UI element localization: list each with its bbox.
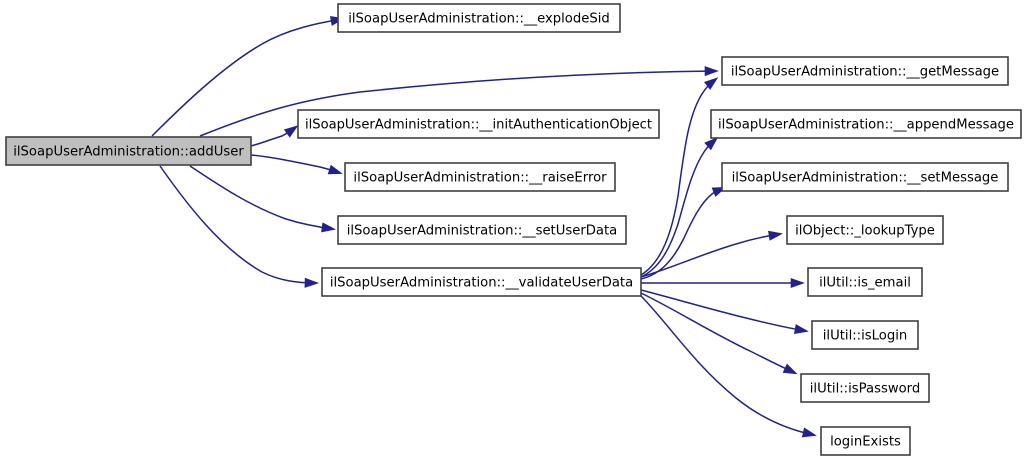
node-layer: ilSoapUserAdministration::addUserilSoapU… bbox=[5, 3, 1022, 456]
edge-line bbox=[250, 154, 341, 174]
graph-node-isLogin[interactable]: ilUtil::isLogin bbox=[811, 320, 919, 350]
edge-arrowhead bbox=[790, 277, 805, 289]
edge-line bbox=[189, 165, 334, 230]
edge-arrowhead bbox=[704, 66, 719, 77]
edge-line bbox=[640, 233, 781, 278]
node-label: ilUtil::isLogin bbox=[823, 329, 907, 344]
edge-line bbox=[640, 295, 815, 436]
graph-node-appendMessage[interactable]: ilSoapUserAdministration::__appendMessag… bbox=[710, 109, 1022, 139]
node-box[interactable] bbox=[721, 162, 1009, 192]
edge-line bbox=[151, 18, 343, 137]
call-edge-validateUserData-to-lookupType bbox=[640, 230, 783, 278]
call-edge-validateUserData-to-appendMessage bbox=[640, 137, 719, 278]
node-label: ilSoapUserAdministration::addUser bbox=[13, 145, 244, 160]
node-label: ilSoapUserAdministration::__validateUser… bbox=[330, 276, 633, 291]
graph-node-getMessage[interactable]: ilSoapUserAdministration::__getMessage bbox=[721, 56, 1009, 86]
node-label: ilSoapUserAdministration::__initAuthenti… bbox=[305, 118, 652, 133]
edge-arrowhead bbox=[801, 427, 817, 438]
edge-arrowhead bbox=[704, 137, 719, 151]
node-label: ilSoapUserAdministration::__setUserData bbox=[347, 224, 618, 239]
edge-layer bbox=[151, 15, 817, 438]
node-box[interactable] bbox=[721, 56, 1009, 86]
graph-node-loginExists[interactable]: loginExists bbox=[820, 426, 911, 456]
node-label: ilSoapUserAdministration::__explodeSid bbox=[348, 12, 610, 27]
call-edge-validateUserData-to-getMessage bbox=[640, 77, 719, 276]
edge-line bbox=[640, 289, 807, 332]
edge-arrowhead bbox=[304, 277, 319, 288]
edge-arrowhead bbox=[321, 222, 336, 233]
call-edge-addUser-to-initAuthenticationObject bbox=[250, 125, 299, 147]
node-label: ilSoapUserAdministration::__raiseError bbox=[353, 171, 607, 186]
graph-node-setUserData[interactable]: ilSoapUserAdministration::__setUserData bbox=[337, 215, 627, 245]
node-box[interactable] bbox=[344, 162, 616, 192]
edge-line bbox=[640, 292, 796, 374]
graph-node-addUser[interactable]: ilSoapUserAdministration::addUser bbox=[5, 136, 252, 166]
graph-node-setMessage[interactable]: ilSoapUserAdministration::__setMessage bbox=[721, 162, 1009, 192]
node-label: ilUtil::isPassword bbox=[810, 382, 921, 397]
edge-line bbox=[159, 165, 317, 284]
call-edge-validateUserData-to-isLogin bbox=[640, 289, 809, 334]
node-label: ilSoapUserAdministration::__setMessage bbox=[732, 171, 999, 186]
edge-arrowhead bbox=[703, 77, 719, 90]
node-box[interactable] bbox=[297, 109, 660, 139]
node-box[interactable] bbox=[811, 320, 919, 350]
node-box[interactable] bbox=[5, 136, 252, 166]
node-label: loginExists bbox=[830, 435, 901, 450]
node-box[interactable] bbox=[337, 215, 627, 245]
node-box[interactable] bbox=[807, 267, 923, 297]
call-edge-addUser-to-validateUserData bbox=[159, 165, 319, 288]
node-label: ilSoapUserAdministration::__getMessage bbox=[731, 65, 999, 80]
node-box[interactable] bbox=[337, 3, 621, 33]
node-label: ilSoapUserAdministration::__appendMessag… bbox=[718, 118, 1014, 133]
node-box[interactable] bbox=[820, 426, 911, 456]
call-edge-addUser-to-getMessage bbox=[199, 66, 719, 137]
call-edge-validateUserData-to-loginExists bbox=[640, 295, 817, 438]
edge-arrowhead bbox=[327, 164, 343, 175]
edge-line bbox=[640, 78, 717, 276]
graph-node-validateUserData[interactable]: ilSoapUserAdministration::__validateUser… bbox=[321, 267, 642, 297]
call-edge-validateUserData-to-is_email bbox=[640, 277, 805, 289]
edge-line bbox=[640, 187, 725, 280]
graph-node-initAuthenticationObject[interactable]: ilSoapUserAdministration::__initAuthenti… bbox=[297, 109, 660, 139]
call-edge-validateUserData-to-setMessage bbox=[640, 186, 727, 280]
node-label: ilUtil::is_email bbox=[819, 276, 911, 291]
node-box[interactable] bbox=[786, 215, 944, 245]
edge-arrowhead bbox=[782, 363, 798, 375]
edge-line bbox=[640, 138, 717, 278]
graph-node-lookupType[interactable]: ilObject::_lookupType bbox=[786, 215, 944, 245]
graph-node-raiseError[interactable]: ilSoapUserAdministration::__raiseError bbox=[344, 162, 616, 192]
node-box[interactable] bbox=[321, 267, 642, 297]
edge-arrowhead bbox=[793, 324, 809, 334]
node-box[interactable] bbox=[710, 109, 1022, 139]
graph-node-explodeSid[interactable]: ilSoapUserAdministration::__explodeSid bbox=[337, 3, 621, 33]
graph-node-is_email[interactable]: ilUtil::is_email bbox=[807, 267, 923, 297]
edge-line bbox=[199, 70, 717, 137]
call-edge-addUser-to-setUserData bbox=[189, 165, 336, 233]
graph-node-isPassword[interactable]: ilUtil::isPassword bbox=[800, 373, 930, 403]
edge-arrowhead bbox=[283, 125, 299, 138]
call-edge-addUser-to-raiseError bbox=[250, 154, 343, 175]
call-edge-validateUserData-to-isPassword bbox=[640, 292, 798, 375]
edge-arrowhead bbox=[768, 230, 783, 241]
node-box[interactable] bbox=[800, 373, 930, 403]
node-label: ilObject::_lookupType bbox=[795, 224, 935, 239]
